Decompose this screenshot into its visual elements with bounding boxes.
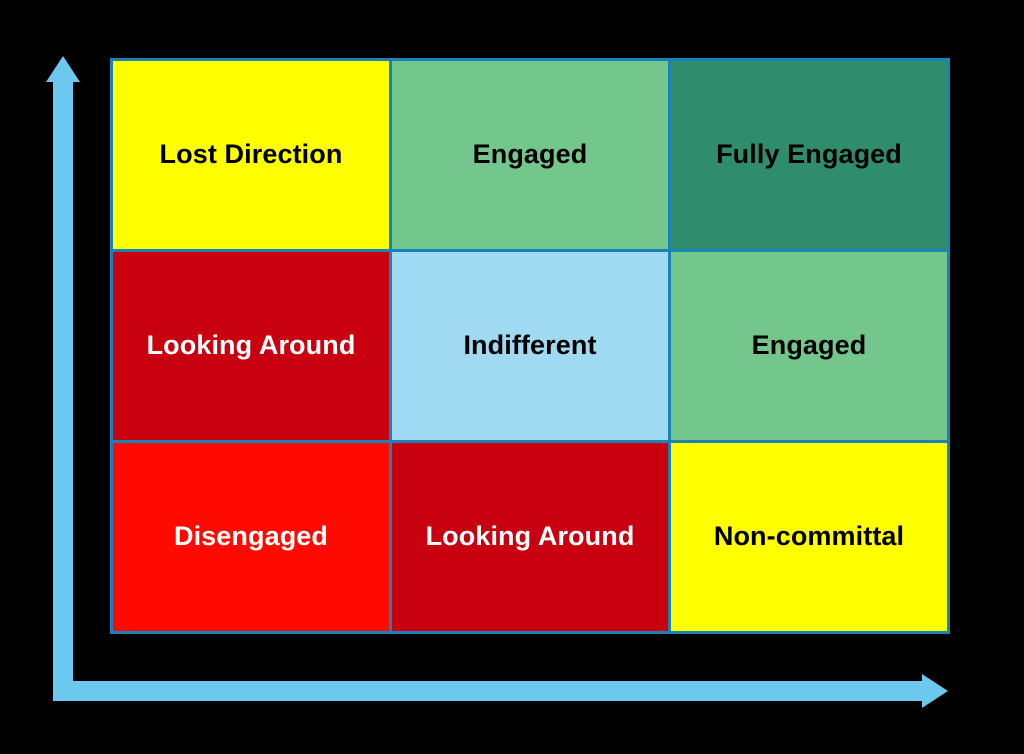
y-axis-line bbox=[53, 75, 73, 693]
matrix-cell-r0c1[interactable]: Engaged bbox=[392, 61, 668, 249]
x-axis-arrowhead-icon bbox=[922, 674, 948, 708]
matrix-cell-r0c0[interactable]: Lost Direction bbox=[113, 61, 389, 249]
matrix-cell-r2c2[interactable]: Non-committal bbox=[671, 443, 947, 631]
matrix-cell-r1c1[interactable]: Indifferent bbox=[392, 252, 668, 440]
engagement-matrix: Lost Direction Engaged Fully Engaged Loo… bbox=[110, 58, 950, 634]
matrix-cell-r2c0[interactable]: Disengaged bbox=[113, 443, 389, 631]
matrix-cell-r1c0[interactable]: Looking Around bbox=[113, 252, 389, 440]
x-axis-line bbox=[53, 681, 931, 701]
matrix-cell-r0c2[interactable]: Fully Engaged bbox=[671, 61, 947, 249]
matrix-cell-r2c1[interactable]: Looking Around bbox=[392, 443, 668, 631]
matrix-cell-r1c2[interactable]: Engaged bbox=[671, 252, 947, 440]
